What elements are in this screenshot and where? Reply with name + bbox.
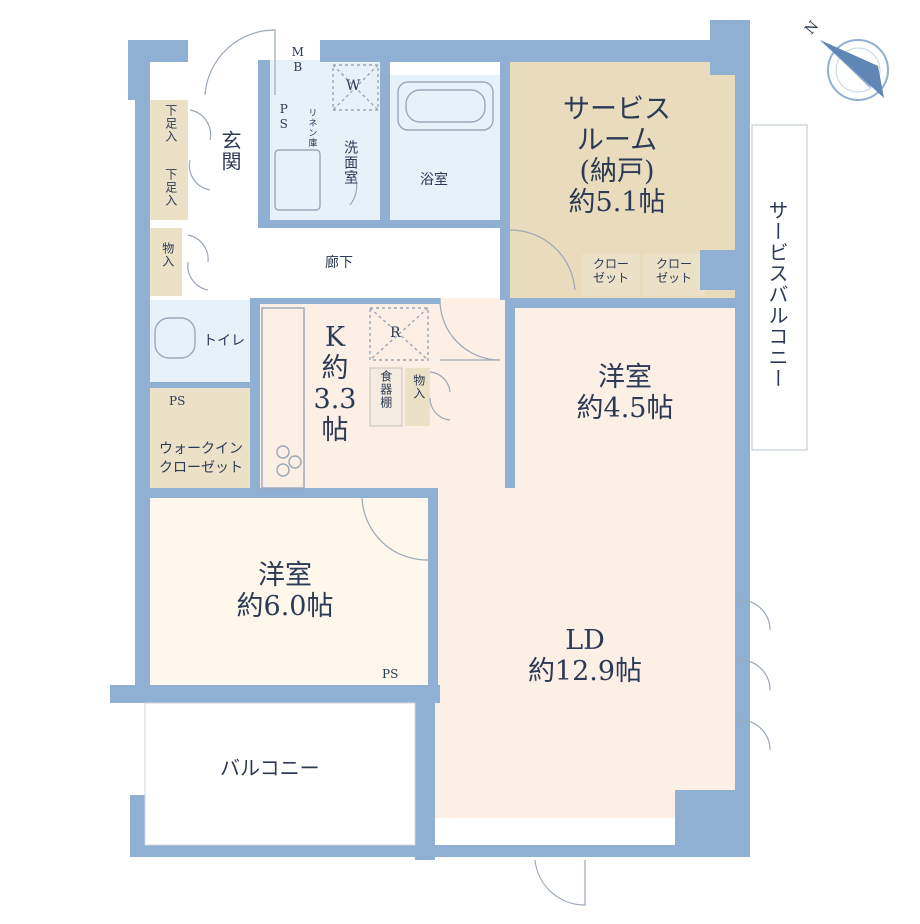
- ps-label-toilet: PS: [169, 394, 186, 408]
- service-room-name-1: サービス: [563, 94, 671, 125]
- wic-name-1: ウォークイン: [159, 441, 243, 457]
- storage-2-fill: [405, 368, 430, 426]
- mb-label: MB: [290, 45, 305, 75]
- shoe-storage-fill: [150, 100, 188, 220]
- closet-2-name-2: ゼット: [655, 270, 692, 285]
- ps-label-room: PS: [382, 667, 399, 681]
- kitchen-area-1: 約: [321, 353, 349, 385]
- bottom-door: [534, 859, 586, 906]
- kitchen-name: K: [324, 322, 346, 353]
- closet-1-label: クロー ゼット: [585, 257, 637, 286]
- storage-1-label: 物入: [160, 242, 175, 268]
- ps-label-washroom: PS: [276, 102, 291, 132]
- wic-fill: [148, 388, 253, 488]
- linen-label: リネン庫: [306, 108, 317, 148]
- western-room-1-label: 洋室 約4.5帖: [550, 362, 700, 424]
- closet-1-fill: [582, 254, 640, 296]
- western-room-1-name: 洋室: [598, 362, 652, 393]
- wic-label: ウォークイン クローゼット: [152, 440, 250, 478]
- kitchen-area-3: 帖: [321, 415, 349, 447]
- bathtub: [397, 81, 494, 131]
- kitchen-counter: [261, 307, 305, 489]
- kitchen-label: K 約 3.3 帖: [305, 322, 365, 446]
- western-room-2-name: 洋室: [258, 560, 312, 591]
- closet-1-name-1: クロー: [592, 257, 629, 271]
- kitchen-area-2: 3.3: [313, 384, 357, 416]
- fridge-label: R: [390, 325, 401, 341]
- wic-name-2: クローゼット: [159, 459, 243, 476]
- entrance-door: [204, 29, 276, 96]
- toilet-bowl: [154, 317, 196, 359]
- storage-1-fill: [150, 228, 182, 296]
- service-room-area: 約5.1帖: [568, 187, 666, 219]
- bathroom-fill: [388, 75, 505, 225]
- closet-2-name-1: クロー: [655, 257, 692, 271]
- ld-area: 約12.9帖: [527, 656, 643, 688]
- living-fill: [435, 298, 735, 818]
- western-room-1-area: 約4.5帖: [576, 393, 674, 425]
- entrance-label: 玄関: [218, 130, 242, 172]
- walls: [110, 20, 750, 860]
- shoe-storage-2-label: 下足入: [163, 168, 178, 207]
- balcony-label: バルコニー: [220, 756, 320, 780]
- service-room-name-2: ルーム: [576, 125, 658, 157]
- closet-1-name-2: ゼット: [592, 270, 629, 285]
- western-room-2-fill: [150, 495, 428, 688]
- washbasin: [274, 149, 321, 211]
- closet-2-fill: [643, 254, 705, 296]
- storage-2-label: 物入: [411, 374, 426, 400]
- toilet-label: トイレ: [203, 333, 245, 349]
- service-room-door: [509, 229, 576, 291]
- washroom-label: 洗面室: [342, 140, 359, 185]
- washer-space: [332, 64, 379, 111]
- cupboard-fill: [369, 367, 403, 427]
- western-room-2-label: 洋室 約6.0帖: [210, 560, 360, 622]
- ld-label: LD 約12.9帖: [510, 625, 660, 687]
- service-balcony-label: サービスバルコニー: [765, 200, 789, 389]
- washer-label: W: [346, 78, 361, 94]
- toilet-fill: [148, 300, 256, 382]
- ld-name: LD: [565, 625, 605, 656]
- western-room-2-area: 約6.0帖: [236, 591, 334, 623]
- room2-door: [361, 497, 429, 561]
- compass-icon: [820, 39, 889, 101]
- cupboard-label: 食器棚: [378, 370, 393, 409]
- closet-2-label: クロー ゼット: [647, 257, 701, 286]
- hallway-label: 廊下: [325, 255, 353, 271]
- balcony-outline: [144, 702, 416, 846]
- bathroom-label: 浴室: [420, 172, 448, 188]
- service-room-label: サービス ルーム (納戸) 約5.1帖: [532, 94, 702, 218]
- washroom-fill: [268, 60, 388, 225]
- service-room-name-3: (納戸): [579, 156, 655, 188]
- shoe-storage-1-label: 下足入: [163, 104, 178, 143]
- ld-door: [439, 297, 501, 361]
- fridge-space: [369, 307, 429, 361]
- service-balcony-outline: [751, 124, 808, 451]
